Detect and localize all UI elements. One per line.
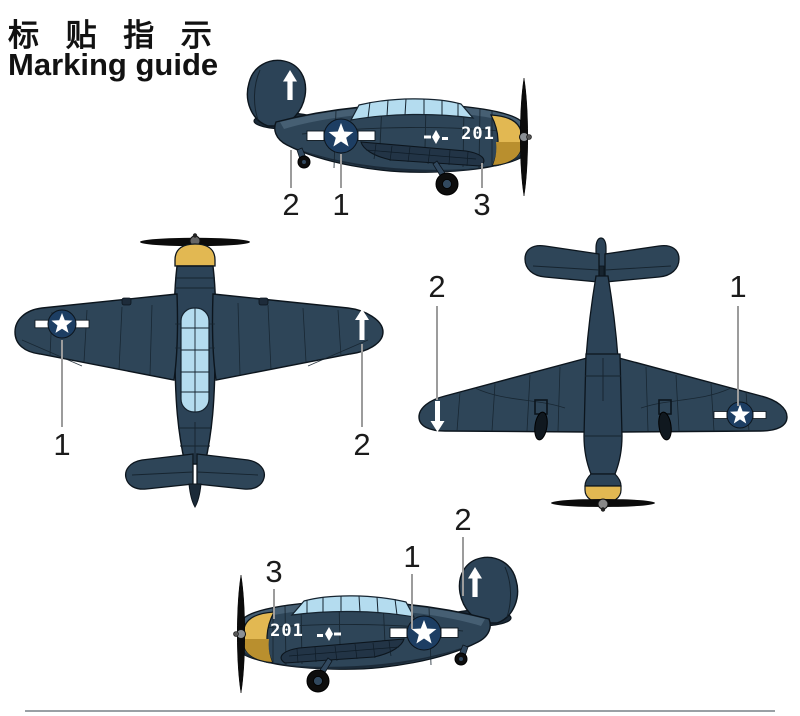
fuselage-code: 201 <box>461 124 495 144</box>
canopy <box>180 307 210 413</box>
tailplanes <box>124 453 266 508</box>
callout-number: 1 <box>403 539 421 574</box>
fuselage-panel-lines <box>175 277 215 464</box>
callout-number: 2 <box>282 187 300 222</box>
star-and-bars-insignia <box>713 401 767 429</box>
star-and-bars-insignia <box>34 309 90 339</box>
cowl <box>584 473 622 487</box>
wing-up-arrow-marking <box>355 309 369 340</box>
landing-gear <box>534 399 672 441</box>
cowl-yellow <box>174 243 216 267</box>
tail-cone <box>188 483 202 508</box>
fuselage-panel-lines <box>584 358 622 437</box>
side-view-right-aircraft: 201 <box>246 59 533 197</box>
side-view-left-aircraft: 201 <box>232 556 519 694</box>
page-title-english: Marking guide <box>8 47 219 82</box>
wing-down-arrow-marking <box>430 401 445 432</box>
top-view-aircraft <box>14 233 384 508</box>
callout-leader <box>411 574 413 629</box>
footer-divider <box>25 710 775 712</box>
tailplanes <box>524 244 680 283</box>
callout-leader <box>340 154 342 188</box>
bottom-view-aircraft <box>418 237 788 512</box>
callout-number: 3 <box>265 554 283 589</box>
page-title-chinese: 标 贴 指 示 <box>8 18 221 53</box>
callout-number: 2 <box>428 269 446 304</box>
callout-leader <box>290 150 292 188</box>
callout-leader <box>361 344 363 427</box>
callout-leader <box>61 340 63 427</box>
callout-leader <box>462 537 464 596</box>
fuselage-code: 201 <box>270 621 304 641</box>
callout-number: 2 <box>454 502 472 537</box>
callout-number: 2 <box>353 427 371 462</box>
callout-number: 1 <box>729 269 747 304</box>
callout-number: 1 <box>332 187 350 222</box>
callout-leader <box>436 306 438 400</box>
callout-leader <box>481 163 483 188</box>
callout-leader <box>737 306 739 406</box>
rear-fuselage <box>585 275 619 359</box>
callout-number: 1 <box>53 427 71 462</box>
callout-leader <box>273 589 275 619</box>
callout-number: 3 <box>473 187 491 222</box>
propeller <box>551 498 655 512</box>
